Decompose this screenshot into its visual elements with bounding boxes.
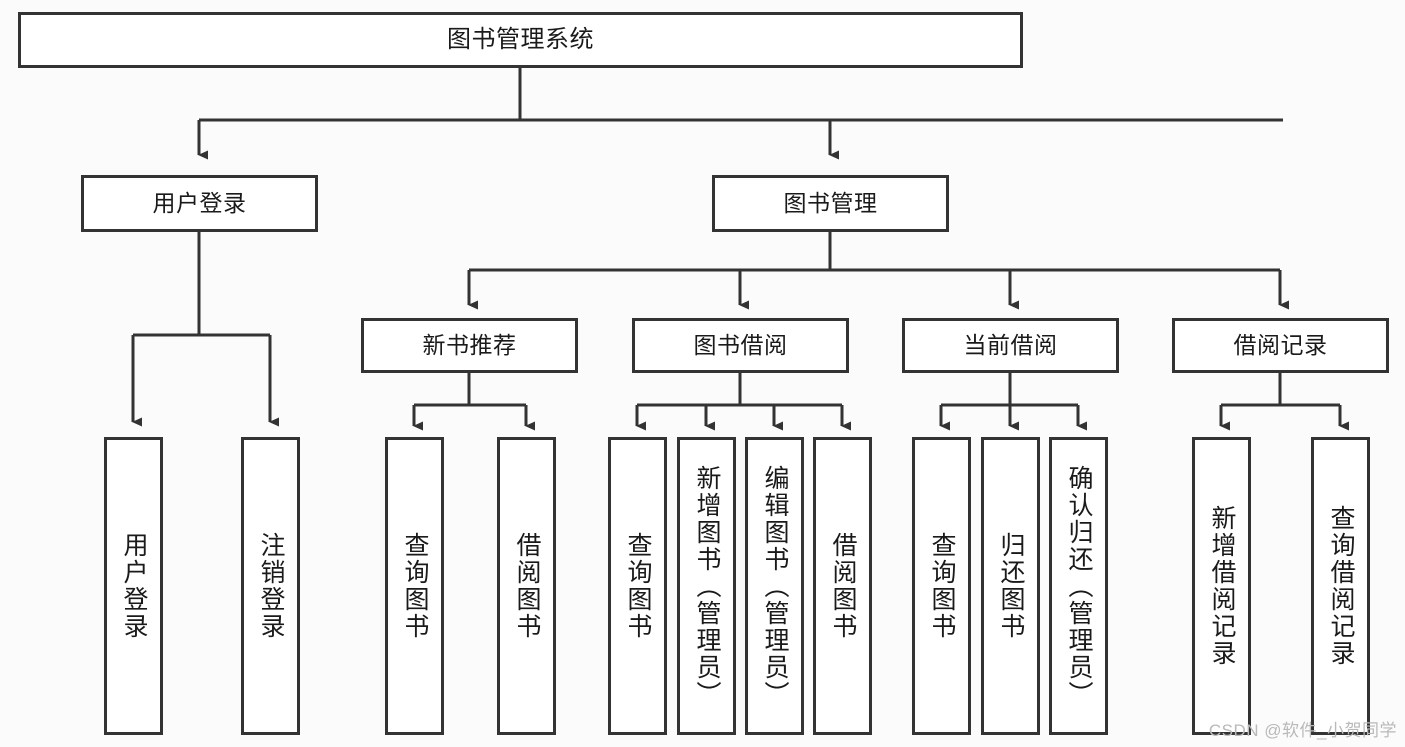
node-label: 新书推荐 bbox=[422, 331, 517, 358]
node-label: 查询借阅记录 bbox=[1327, 505, 1355, 667]
node-label: 查询图书 bbox=[624, 532, 652, 640]
leaf-query-books-new[interactable]: 查询图书 bbox=[385, 437, 444, 735]
node-new-book-recommend[interactable]: 新书推荐 bbox=[361, 318, 578, 373]
node-label: 图书管理系统 bbox=[447, 25, 594, 53]
node-label: 查询图书 bbox=[401, 532, 429, 640]
node-label: 图书借阅 bbox=[693, 331, 788, 358]
csdn-watermark: CSDN @软件_小贺同学 bbox=[1208, 721, 1397, 740]
node-user-login[interactable]: 用户登录 bbox=[81, 175, 318, 232]
node-label: 借阅图书 bbox=[829, 532, 857, 640]
node-label: 新增图书（管理员） bbox=[693, 464, 721, 708]
node-book-management[interactable]: 图书管理 bbox=[712, 175, 949, 232]
leaf-add-book-admin[interactable]: 新增图书（管理员） bbox=[677, 437, 736, 735]
node-borrow-record[interactable]: 借阅记录 bbox=[1172, 318, 1389, 373]
node-label: 编辑图书（管理员） bbox=[761, 464, 789, 708]
node-label: 新增借阅记录 bbox=[1208, 505, 1236, 667]
node-label: 用户登录 bbox=[120, 532, 148, 640]
leaf-borrow-books-new[interactable]: 借阅图书 bbox=[497, 437, 556, 735]
leaf-confirm-return-admin[interactable]: 确认归还（管理员） bbox=[1049, 437, 1108, 735]
node-label: 当前借阅 bbox=[963, 331, 1058, 358]
node-label: 图书管理 bbox=[783, 189, 878, 216]
node-label: 注销登录 bbox=[257, 532, 285, 640]
node-label: 借阅记录 bbox=[1233, 331, 1328, 358]
node-label: 用户登录 bbox=[152, 189, 247, 216]
node-label: 借阅图书 bbox=[513, 532, 541, 640]
leaf-user-login[interactable]: 用户登录 bbox=[104, 437, 163, 735]
leaf-borrow-books[interactable]: 借阅图书 bbox=[813, 437, 872, 735]
node-book-borrow[interactable]: 图书借阅 bbox=[632, 318, 849, 373]
leaf-return-books[interactable]: 归还图书 bbox=[981, 437, 1040, 735]
leaf-edit-book-admin[interactable]: 编辑图书（管理员） bbox=[745, 437, 804, 735]
node-label: 确认归还（管理员） bbox=[1065, 464, 1093, 708]
node-root-library-system[interactable]: 图书管理系统 bbox=[18, 12, 1023, 68]
node-label: 查询图书 bbox=[928, 532, 956, 640]
node-current-borrow[interactable]: 当前借阅 bbox=[902, 318, 1119, 373]
leaf-query-books-current[interactable]: 查询图书 bbox=[912, 437, 971, 735]
leaf-query-borrow-record[interactable]: 查询借阅记录 bbox=[1311, 437, 1370, 735]
node-label: 归还图书 bbox=[997, 532, 1025, 640]
leaf-add-borrow-record[interactable]: 新增借阅记录 bbox=[1192, 437, 1251, 735]
leaf-logout-login[interactable]: 注销登录 bbox=[241, 437, 300, 735]
leaf-query-books-borrow[interactable]: 查询图书 bbox=[608, 437, 667, 735]
